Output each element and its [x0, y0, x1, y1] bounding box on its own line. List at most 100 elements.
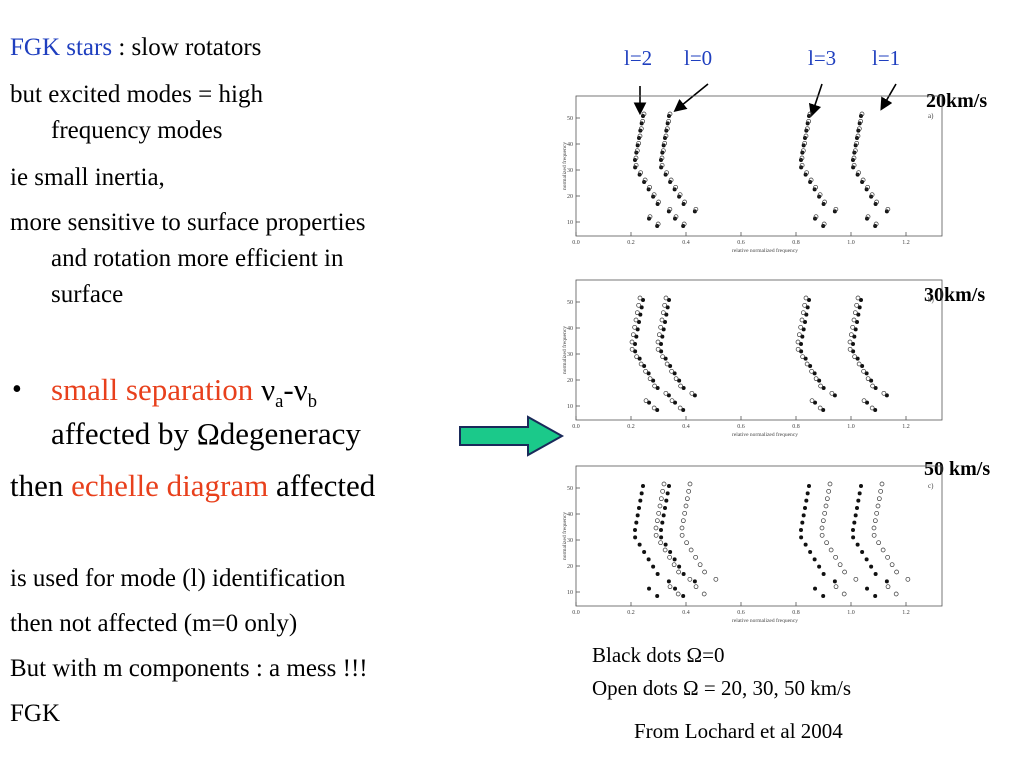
black-dot [666, 579, 671, 584]
y-tick-label: 30 [567, 538, 573, 544]
open-dot [664, 126, 670, 132]
line-echelle-affected: then echelle diagram affected [10, 468, 375, 504]
open-dot [667, 554, 672, 560]
open-dot [659, 162, 665, 168]
open-dot [803, 133, 809, 139]
black-dot [672, 557, 677, 562]
open-dot [880, 547, 886, 553]
open-dot [680, 518, 686, 524]
open-dot [854, 140, 860, 146]
open-dot [796, 332, 802, 338]
open-dot [667, 111, 673, 117]
y-tick-label: 20 [567, 378, 573, 384]
black-dot [673, 586, 678, 591]
black-dot [663, 506, 667, 510]
affected-text: affected [268, 468, 376, 503]
open-dot [855, 295, 861, 301]
open-dot [893, 591, 899, 597]
open-dot [823, 503, 829, 509]
open-dot [802, 140, 808, 146]
open-dot [661, 481, 667, 487]
open-dot [824, 540, 829, 546]
y-tick-label: 40 [567, 326, 573, 332]
open-dot [885, 584, 891, 590]
open-dot [804, 126, 810, 132]
open-dot [669, 368, 674, 374]
x-tick-label: 0.8 [792, 424, 800, 430]
x-tick-label: 0.4 [682, 424, 690, 430]
black-dot [633, 528, 637, 532]
black-dot [851, 528, 855, 532]
minus-sign: - [283, 372, 294, 407]
open-dot [872, 518, 878, 524]
caption-black-dots: Black dots Ω=0 [592, 643, 725, 667]
open-dot [876, 540, 881, 546]
open-dot [878, 488, 884, 494]
open-dot [833, 206, 839, 212]
open-dot [660, 488, 666, 494]
open-dot [852, 148, 858, 154]
open-dot [881, 390, 887, 396]
x-tick-label: 0.2 [627, 424, 635, 430]
bullet-char: • [12, 374, 22, 405]
black-dot [668, 550, 673, 554]
black-dot [651, 564, 656, 569]
caption-open-dots: Open dots Ω = 20, 30, 50 km/s [592, 676, 852, 700]
open-dot [808, 177, 814, 183]
open-dot [813, 214, 819, 220]
open-dot [629, 346, 635, 352]
open-dot [686, 488, 692, 494]
black-dot [807, 484, 811, 488]
nu-a-symbol: ν [261, 372, 276, 407]
x-tick-label: 1.0 [847, 240, 855, 246]
open-dot [828, 547, 834, 553]
open-dot [677, 192, 683, 198]
line-not-affected: then not affected (m=0 only) [10, 610, 298, 637]
black-dot [659, 528, 663, 532]
speed-20: 20km/s [926, 90, 988, 112]
then-text: then [10, 468, 72, 503]
black-dot [661, 513, 666, 518]
black-dot [821, 594, 826, 598]
open-dot [804, 361, 810, 367]
panel-tag: a) [928, 112, 934, 120]
open-dot [795, 339, 801, 345]
y-tick-label: 50 [567, 300, 573, 306]
open-dot [807, 111, 813, 117]
line-affected-by-degeneracy: affected by Ωdegeneracy [51, 416, 361, 451]
black-dot [803, 506, 807, 510]
open-dot [859, 111, 865, 117]
open-dot [659, 317, 665, 323]
open-dot [637, 133, 643, 139]
black-dot [855, 542, 860, 547]
open-dot [662, 140, 668, 146]
black-dot [635, 513, 640, 518]
line-frequency-modes: frequency modes [51, 117, 223, 144]
open-dot [633, 317, 639, 323]
open-dot [822, 510, 828, 516]
open-dot [795, 346, 801, 352]
x-tick-label: 1.2 [902, 240, 910, 246]
echelle-diagram-text: echelle diagram [71, 468, 269, 503]
open-dot [637, 295, 643, 301]
black-dot [812, 557, 817, 562]
black-dot [884, 579, 889, 584]
open-dot [852, 310, 858, 316]
black-dot [639, 491, 644, 496]
arrow-l3-icon [808, 83, 823, 118]
open-dot [682, 510, 688, 516]
black-dot [634, 520, 639, 525]
open-dot [664, 361, 670, 367]
x-tick-label: 0.0 [572, 424, 580, 430]
y-axis-label: normalized frequency [561, 142, 568, 190]
open-dot [856, 361, 862, 367]
open-dot [659, 155, 665, 161]
black-dot [817, 564, 822, 569]
line-more-sensitive: more sensitive to surface properties [10, 209, 366, 236]
open-dot [809, 398, 815, 404]
open-dot [641, 111, 647, 117]
label-l3: l=3 [808, 46, 837, 70]
open-dot [713, 576, 719, 582]
black-dot [860, 550, 865, 554]
